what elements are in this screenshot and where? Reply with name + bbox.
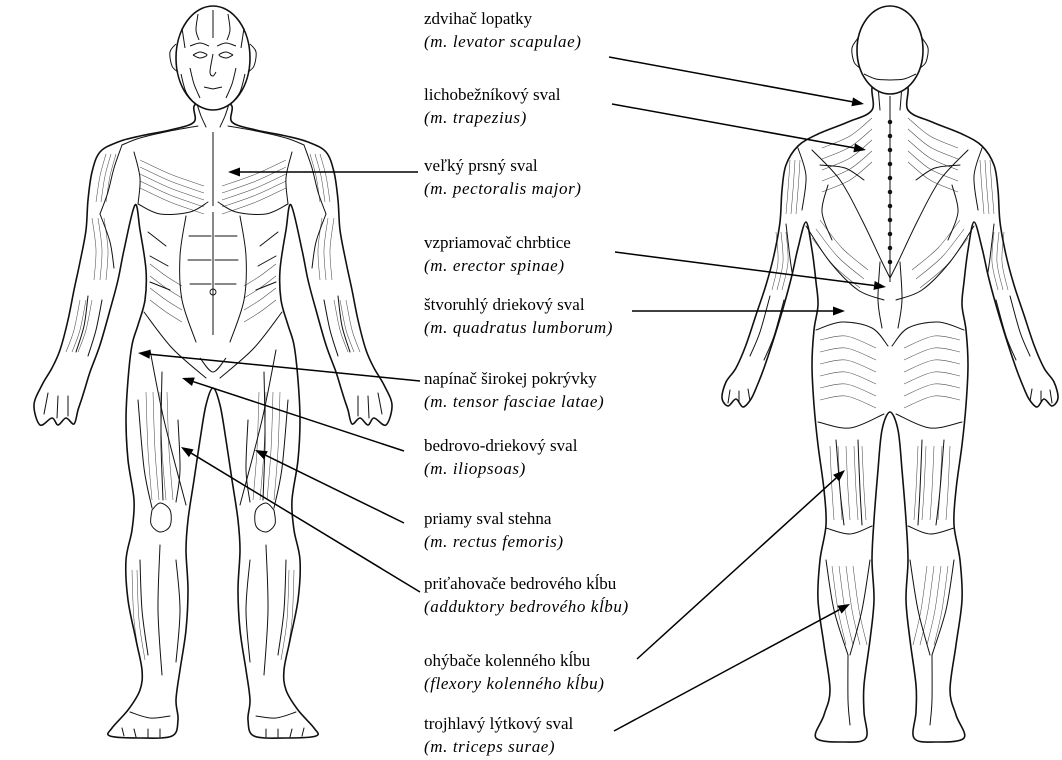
label-rectus-femoris: priamy sval stehna (m. rectus femoris) <box>424 507 564 553</box>
label-erector-spinae: vzpriamovač chrbtice (m. erector spinae) <box>424 231 571 277</box>
label-name: priťahovače bedrového kĺbu <box>424 572 629 595</box>
label-name: priamy sval stehna <box>424 507 564 530</box>
back-vertebra <box>888 260 892 264</box>
label-latin: (m. triceps surae) <box>424 735 573 758</box>
arrow-quadratus-lumborum <box>632 307 845 316</box>
label-levator-scapulae: zdvihač lopatky (m. levator scapulae) <box>424 7 582 53</box>
back-vertebra <box>888 246 892 250</box>
label-name: trojhlavý lýtkový sval <box>424 712 573 735</box>
label-pectoralis-major: veľký prsný sval (m. pectoralis major) <box>424 154 582 200</box>
label-iliopsoas: bedrovo-driekový sval (m. iliopsoas) <box>424 434 577 480</box>
back-vertebra <box>888 190 892 194</box>
back-vertebra <box>888 120 892 124</box>
arrow-knee-flexors <box>637 470 845 659</box>
back-vertebra <box>888 148 892 152</box>
arrow-line <box>609 57 852 102</box>
arrow-line <box>614 610 839 731</box>
label-name: veľký prsný sval <box>424 154 582 177</box>
arrow-head <box>851 97 864 106</box>
back-head-outline <box>857 6 923 94</box>
back-vertebra <box>888 134 892 138</box>
label-name: zdvihač lopatky <box>424 7 582 30</box>
label-latin: (m. trapezius) <box>424 106 560 129</box>
label-name: bedrovo-driekový sval <box>424 434 577 457</box>
back-head <box>852 6 928 94</box>
label-latin: (m. erector spinae) <box>424 254 571 277</box>
back-vertebra <box>888 162 892 166</box>
arrow-line <box>612 104 854 148</box>
back-vertebra <box>888 176 892 180</box>
label-latin: (m. tensor fasciae latae) <box>424 390 604 413</box>
label-name: ohýbače kolenného kĺbu <box>424 649 605 672</box>
arrow-triceps-surae <box>614 604 850 731</box>
arrow-levator-scapulae <box>609 57 864 106</box>
label-name: napínač širokej pokrývky <box>424 367 604 390</box>
label-name: vzpriamovač chrbtice <box>424 231 571 254</box>
front-figure <box>34 6 392 738</box>
label-latin: (m. pectoralis major) <box>424 177 582 200</box>
label-name: lichobežníkový sval <box>424 83 560 106</box>
label-latin: (m. rectus femoris) <box>424 530 564 553</box>
label-name: štvoruhlý driekový sval <box>424 293 613 316</box>
label-knee-flexors: ohýbače kolenného kĺbu (flexory kolennéh… <box>424 649 605 695</box>
label-trapezius: lichobežníkový sval (m. trapezius) <box>424 83 560 129</box>
label-latin: (m. levator scapulae) <box>424 30 582 53</box>
label-latin: (adduktory bedrového kĺbu) <box>424 595 629 618</box>
back-vertebra <box>888 232 892 236</box>
label-quadratus-lumborum: štvoruhlý driekový sval (m. quadratus lu… <box>424 293 613 339</box>
front-head <box>170 6 256 110</box>
back-figure <box>722 6 1058 742</box>
label-latin: (m. quadratus lumborum) <box>424 316 613 339</box>
label-latin: (flexory kolenného kĺbu) <box>424 672 605 695</box>
back-vertebra <box>888 218 892 222</box>
label-latin: (m. iliopsoas) <box>424 457 577 480</box>
arrow-line <box>637 478 836 659</box>
back-vertebra <box>888 204 892 208</box>
label-tensor-fasciae-latae: napínač širokej pokrývky (m. tensor fasc… <box>424 367 604 413</box>
label-hip-adductors: priťahovače bedrového kĺbu (adduktory be… <box>424 572 629 618</box>
label-triceps-surae: trojhlavý lýtkový sval (m. triceps surae… <box>424 712 573 758</box>
